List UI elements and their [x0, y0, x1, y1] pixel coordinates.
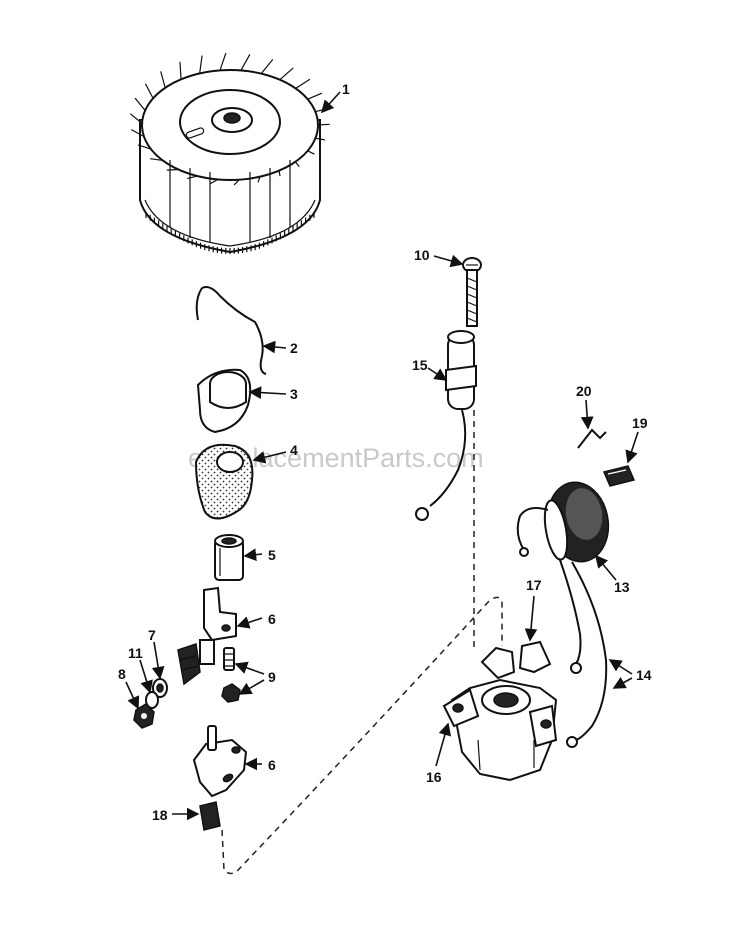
spring-washer-part — [152, 678, 168, 698]
callout-3: 3 — [290, 386, 298, 402]
flywheel-fin — [305, 92, 323, 101]
contact-points-part — [177, 643, 201, 686]
felt-part — [194, 443, 254, 520]
flywheel-part — [129, 52, 330, 254]
callout-16: 16 — [426, 769, 442, 785]
callout-8: 8 — [118, 666, 126, 682]
breaker-housing-part — [442, 640, 558, 782]
callout-9: 9 — [268, 669, 276, 685]
key-part — [602, 465, 636, 487]
terminal-screw-part — [462, 257, 482, 327]
breaker-arm-part — [199, 586, 237, 665]
flywheel-fin — [239, 54, 251, 72]
callout-14: 14 — [636, 667, 652, 683]
callout-7: 7 — [148, 627, 156, 643]
assembly-line-housing — [221, 596, 503, 875]
felt-block-part — [199, 801, 221, 831]
callout-18: 18 — [152, 807, 168, 823]
flywheel-fin — [160, 71, 167, 90]
nut-part — [133, 703, 155, 729]
callout-17: 17 — [526, 577, 542, 593]
wire-clip-part — [195, 286, 267, 375]
bushing-part — [214, 534, 244, 581]
cam-part — [196, 368, 252, 434]
callout-10: 10 — [414, 247, 430, 263]
pin-part — [577, 428, 607, 449]
callout-20: 20 — [576, 383, 592, 399]
callout-19: 19 — [632, 415, 648, 431]
callout-leaders — [125, 91, 639, 821]
callout-5: 5 — [268, 547, 276, 563]
condenser-part — [415, 330, 477, 521]
callout-6-lower: 6 — [268, 757, 276, 773]
flywheel-fin — [144, 83, 155, 101]
callout-4: 4 — [290, 442, 298, 458]
breaker-plate-part — [192, 725, 248, 798]
callout-11: 11 — [128, 645, 143, 661]
flywheel-fin — [179, 61, 182, 81]
callout-6-upper: 6 — [268, 611, 276, 627]
flywheel-fin — [278, 67, 294, 82]
screw-part — [221, 647, 241, 703]
flywheel-fin — [260, 59, 274, 75]
callout-13: 13 — [614, 579, 630, 595]
callout-1: 1 — [342, 81, 350, 97]
callout-15: 15 — [412, 357, 428, 373]
callout-2: 2 — [290, 340, 298, 356]
leads-part — [559, 559, 608, 748]
flywheel-fin — [219, 52, 227, 72]
coil-part — [516, 481, 610, 563]
flywheel-fin — [294, 78, 311, 90]
flywheel-fin — [198, 55, 203, 75]
